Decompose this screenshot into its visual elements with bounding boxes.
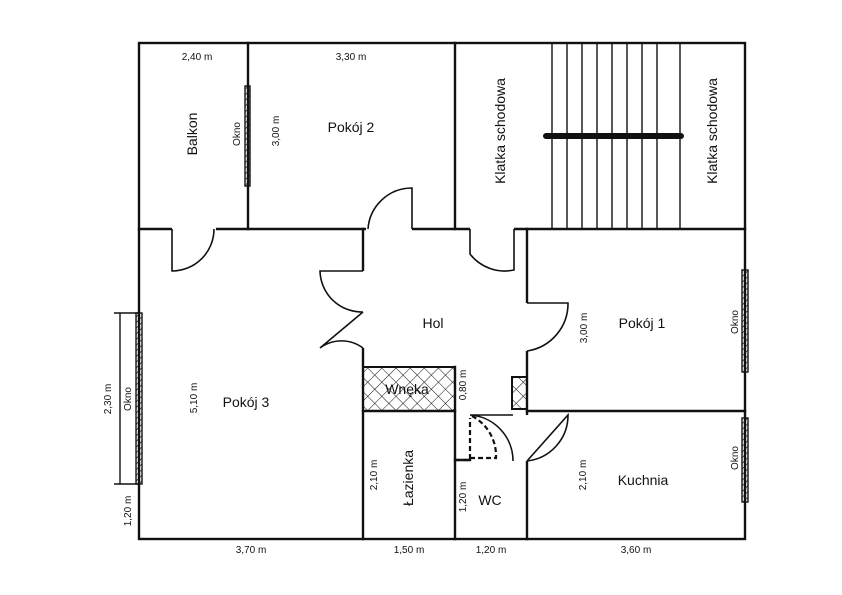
room-label-balkon: Balkon <box>184 113 200 156</box>
window-label-pokoj3: Okno <box>123 387 134 411</box>
room-label-wc: WC <box>478 492 501 508</box>
window-label-balkon: Okno <box>232 122 243 146</box>
outer-wall <box>137 41 747 541</box>
interior-walls <box>137 41 747 541</box>
room-label-kuchnia: Kuchnia <box>618 472 669 488</box>
staircase <box>543 43 684 229</box>
dim-lazienka-height: 2,10 m <box>369 460 380 491</box>
room-label-pokoj3: Pokój 3 <box>223 394 270 410</box>
dim-top-balkon: 2,40 m <box>182 52 213 63</box>
dim-bottom-kuchnia: 3,60 m <box>621 545 652 556</box>
dim-wc-height: 1,20 m <box>458 482 469 513</box>
dim-bottom-wc: 1,20 m <box>476 545 507 556</box>
room-label-hol: Hol <box>422 315 443 331</box>
room-label-wneka: Wnęka <box>385 381 429 397</box>
room-label-klatka-left: Klatka schodowa <box>492 78 508 184</box>
dim-pokoj1-height: 3,00 m <box>579 313 590 344</box>
kuchnia-window <box>741 417 749 503</box>
doors <box>171 187 569 462</box>
pokoj3-window <box>135 312 143 485</box>
room-label-pokoj1: Pokój 1 <box>619 315 666 331</box>
dim-bottom-lazienka: 1,50 m <box>394 545 425 556</box>
dim-wneka-height: 0,80 m <box>458 370 469 401</box>
balkon-window <box>244 85 251 187</box>
wneka-hatch <box>362 366 456 412</box>
dim-kuchnia-height: 2,10 m <box>578 460 589 491</box>
dim-top-pokoj2: 3,30 m <box>336 52 367 63</box>
window-label-kuchnia: Okno <box>730 446 741 470</box>
dim-pokoj2-height: 3,00 m <box>271 116 282 147</box>
window-label-pokoj1: Okno <box>730 310 741 334</box>
dim-window-left: 2,30 m <box>103 384 114 415</box>
window-dimension-line <box>114 312 139 485</box>
dim-pokoj3-height: 5,10 m <box>189 383 200 414</box>
dim-bottom-pokoj3: 3,70 m <box>236 545 267 556</box>
room-label-pokoj2: Pokój 2 <box>328 119 375 135</box>
chimney-hatch <box>511 376 528 410</box>
dim-left-bottom: 1,20 m <box>123 496 134 527</box>
room-label-lazienka: Łazienka <box>400 450 416 506</box>
room-label-klatka-right: Klatka schodowa <box>704 78 720 184</box>
pokoj1-window <box>741 269 749 373</box>
